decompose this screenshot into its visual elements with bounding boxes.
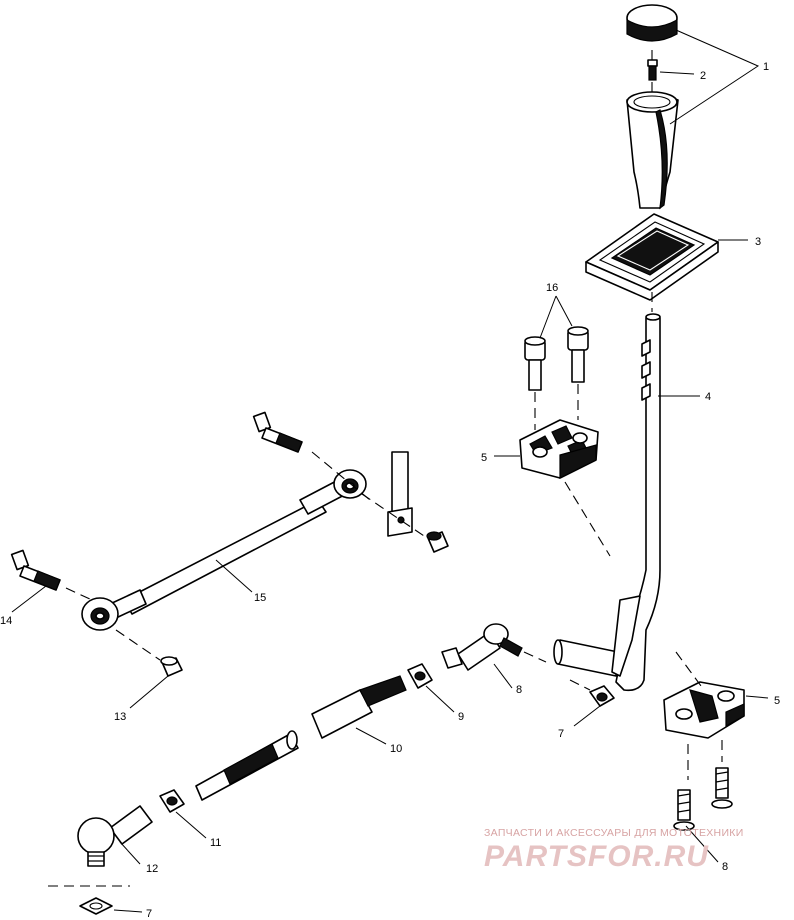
callout-2: 2 (700, 70, 706, 82)
jam-nut-upper (407, 663, 433, 689)
watermark: ЗАПЧАСТИ И АКСЕССУАРЫ ДЛЯ МОТОТЕХНИКИ PA… (484, 827, 744, 873)
shift-lever-rod (553, 313, 661, 692)
shift-boot-bezel (585, 213, 719, 301)
watermark-brand: PARTSFOR.RU (484, 840, 709, 873)
callout-labels: 1 2 3 4 5 5 6 7 7 8 8 9 10 11 12 13 14 1… (0, 61, 780, 920)
callout-9: 9 (458, 711, 464, 723)
callout-13: 13 (114, 711, 126, 723)
rod-end-upper (441, 623, 523, 671)
adjuster-rod (195, 675, 407, 801)
callout-7b: 7 (146, 908, 152, 920)
watermark-tagline: ЗАПЧАСТИ И АКСЕССУАРЫ ДЛЯ МОТОТЕХНИКИ (484, 827, 744, 839)
callout-10: 10 (390, 743, 402, 755)
callout-15: 15 (254, 592, 266, 604)
callout-14: 14 (0, 615, 12, 627)
callout-7a: 7 (558, 728, 564, 740)
long-bolts (10, 411, 303, 591)
frame-bracket (387, 451, 413, 537)
hex-nuts (79, 685, 615, 915)
leader-lines (11, 29, 769, 913)
callout-11: 11 (210, 837, 221, 849)
flange-screws-lower (673, 767, 733, 831)
callout-1: 1 (763, 61, 769, 73)
lock-nuts (160, 531, 449, 677)
jam-nut-lower (159, 789, 185, 813)
callout-3: 3 (755, 236, 761, 248)
shift-knob-assembly (626, 4, 679, 210)
callout-8a: 8 (516, 684, 522, 696)
callout-16: 16 (546, 282, 558, 294)
knob-screw (647, 59, 658, 81)
cap-screws-pair (524, 326, 589, 391)
linkage-bar (81, 469, 367, 631)
pivot-block-upper (519, 419, 599, 479)
callout-5a: 5 (481, 452, 487, 464)
callout-8b: 8 (722, 861, 728, 873)
callout-5b: 5 (774, 695, 780, 707)
callout-12: 12 (146, 863, 158, 875)
callout-4: 4 (705, 391, 711, 403)
assembly-guide-lines (48, 50, 723, 887)
pivot-block-lower (663, 681, 745, 739)
ball-joint (77, 805, 153, 867)
